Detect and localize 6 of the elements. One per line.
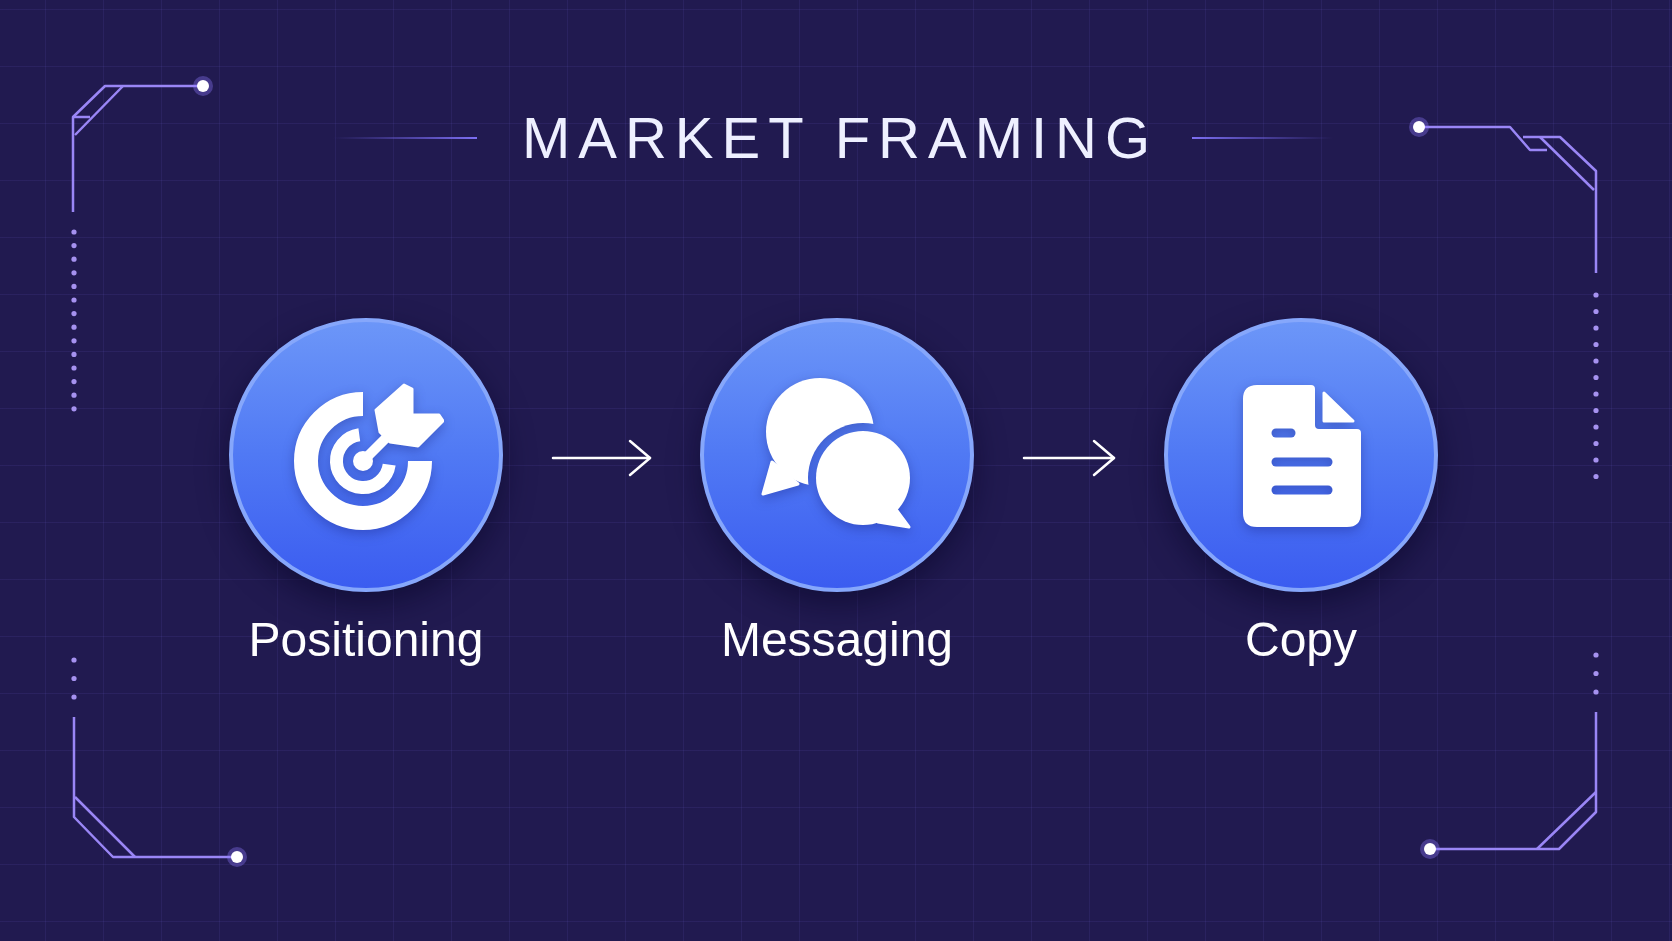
title: MARKET FRAMING [520, 104, 1159, 172]
step-label: Messaging [720, 612, 954, 667]
step-label: Copy [1244, 612, 1358, 667]
arrow [1022, 439, 1116, 477]
arrow [551, 439, 652, 477]
step-label: Positioning [248, 612, 484, 667]
